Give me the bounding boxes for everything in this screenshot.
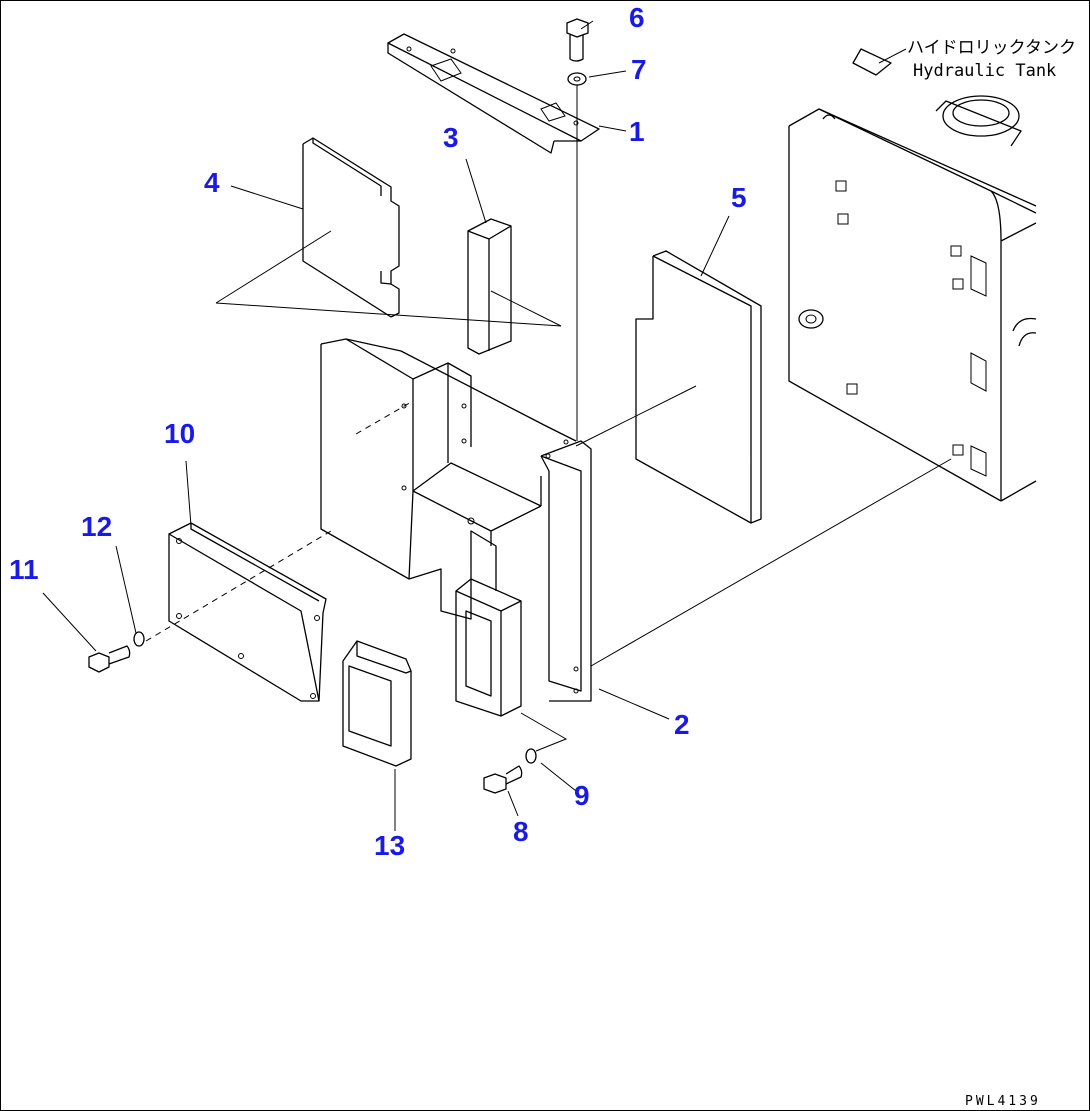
callout-10: 10 [164, 418, 195, 449]
callout-9: 9 [574, 780, 590, 811]
hidden-line [355, 400, 414, 435]
callout-6: 6 [629, 2, 645, 33]
leader-lines [42, 20, 907, 831]
assembly-line-4b [215, 302, 562, 327]
callout-2: 2 [674, 709, 690, 740]
part-6-bolt [566, 18, 589, 62]
part-13-duct [342, 578, 522, 767]
part-8-bolt [483, 765, 523, 794]
assembly-line-8-9 [520, 712, 568, 752]
part-9-washer [525, 748, 537, 764]
callout-7: 7 [631, 54, 647, 85]
part-12-washer [133, 631, 145, 647]
assembly-line-3 [490, 290, 562, 327]
callout-4: 4 [204, 167, 220, 198]
part-10-plate [168, 522, 327, 702]
callout-3: 3 [443, 122, 459, 153]
callout-labels: 6 7 1 3 4 5 10 12 11 2 9 8 13 [9, 2, 747, 861]
assembly-line-5 [575, 385, 697, 447]
tank-label-japanese: ハイドロリックタンク [907, 38, 1076, 58]
callout-13: 13 [374, 830, 405, 861]
part-2-frame [320, 338, 592, 702]
callout-8: 8 [513, 816, 529, 847]
part-4-pad [302, 137, 400, 318]
assembly-line-4a [215, 230, 332, 304]
callout-5: 5 [731, 182, 747, 213]
drawing-code: PWL4139 [965, 1094, 1041, 1109]
assembly-line-10 [145, 530, 332, 642]
part-5-panel [635, 250, 762, 524]
callout-1: 1 [629, 116, 645, 147]
hydraulic-tank [788, 48, 1037, 502]
part-11-bolt [88, 645, 131, 673]
part-1-top-plate [387, 33, 600, 154]
part-7-washer [567, 72, 587, 86]
part-3-block [467, 218, 512, 355]
assembly-line-2 [590, 458, 952, 667]
callout-11: 11 [9, 554, 39, 585]
tank-label-english: Hydraulic Tank [913, 61, 1056, 81]
callout-12: 12 [81, 511, 112, 542]
